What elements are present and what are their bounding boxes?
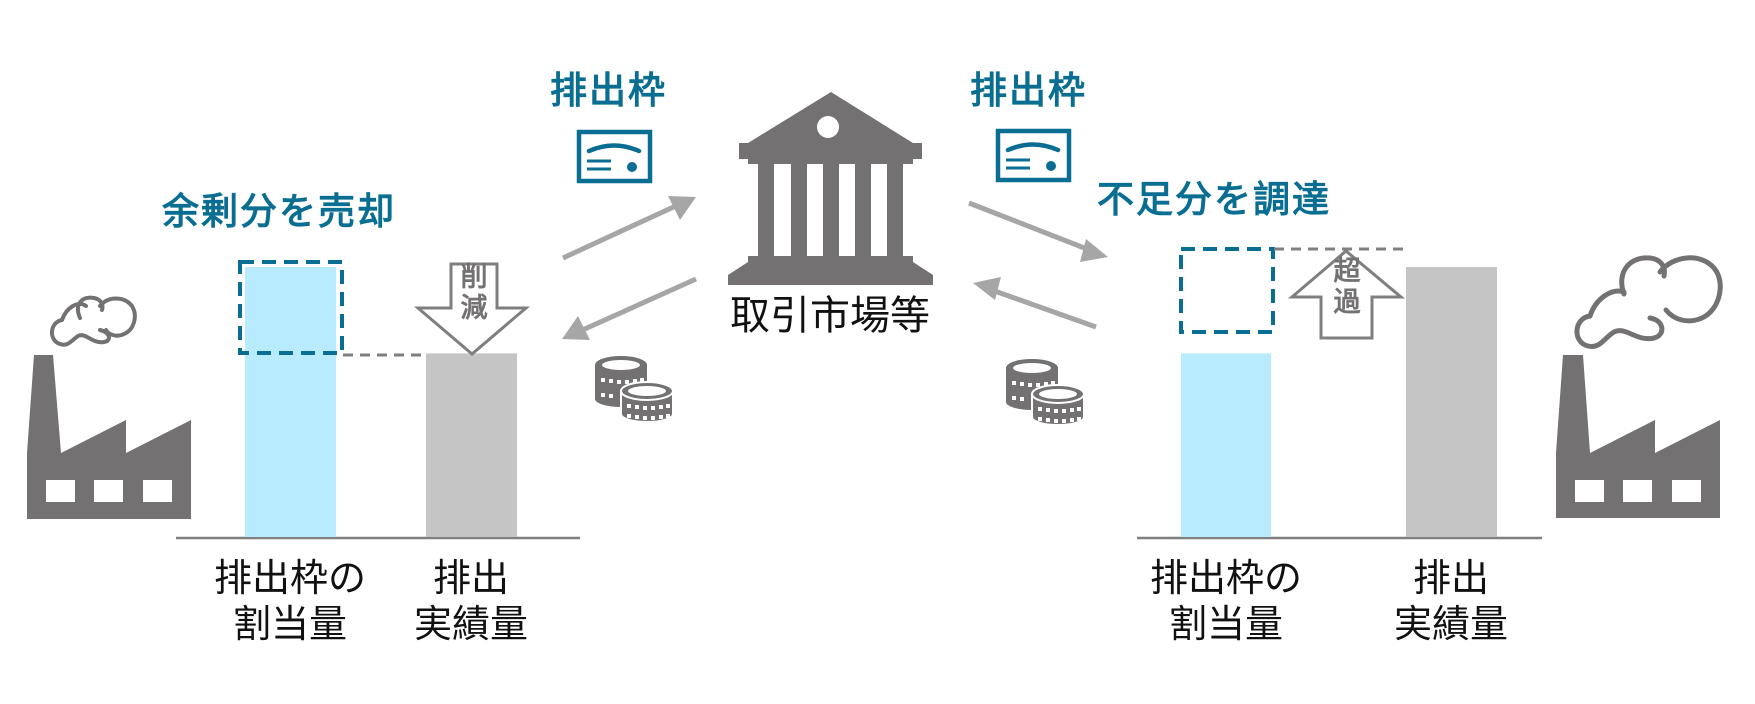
bank-icon	[728, 92, 933, 285]
market-label: 取引市場等	[730, 293, 930, 339]
factory-icon	[27, 355, 191, 519]
left-bar-label-allocation: 排出枠の 割当量	[190, 556, 390, 647]
smoke-icon	[50, 295, 137, 347]
right-bar-label-emission: 排出 実績量	[1376, 556, 1526, 647]
left-bar-label-emission: 排出 実績量	[396, 556, 546, 647]
left-bar-allocation	[245, 267, 336, 537]
left-credit-label: 排出枠	[550, 69, 667, 112]
arrow-credit-from-market	[968, 200, 1108, 262]
factory-icon	[1556, 355, 1720, 518]
smoke-icon	[1574, 255, 1723, 349]
left-heading: 余剰分を売却	[162, 190, 396, 233]
label-line: 割当量	[1168, 601, 1283, 646]
right-heading: 不足分を調達	[1097, 178, 1331, 221]
coins-icon	[1006, 359, 1085, 426]
reduction-arrow-label: 削 減	[454, 262, 494, 324]
label-line: 割当量	[232, 601, 347, 646]
arrow-credit-to-market	[561, 196, 696, 261]
excess-char-1: 超	[1333, 256, 1361, 287]
label-line: 排出枠の	[1149, 556, 1302, 600]
label-line: 実績量	[413, 601, 528, 646]
left-bar-emission	[426, 353, 517, 537]
label-line: 排出	[432, 556, 509, 600]
coins-icon	[595, 356, 674, 423]
label-line: 排出枠の	[213, 556, 366, 600]
arrow-payment-to-market	[973, 277, 1097, 330]
right-bar-allocation	[1181, 353, 1271, 537]
certificate-icon	[576, 129, 653, 184]
excess-arrow-label: 超 過	[1327, 256, 1367, 318]
right-shortfall-dashed-box	[1179, 247, 1275, 334]
left-surplus-dashed-box	[238, 260, 344, 355]
label-line: 実績量	[1393, 601, 1508, 646]
label-line: 排出	[1412, 556, 1489, 600]
excess-char-2: 過	[1333, 287, 1361, 319]
excess-arrow-icon	[1287, 249, 1406, 340]
reduction-char-2: 減	[460, 293, 488, 325]
certificate-icon	[995, 128, 1072, 183]
right-bar-label-allocation: 排出枠の 割当量	[1126, 556, 1326, 647]
reduction-char-1: 削	[460, 262, 488, 293]
right-bar-emission	[1406, 267, 1497, 537]
arrow-payment-from-market	[562, 276, 698, 340]
reduction-arrow-icon	[413, 262, 531, 356]
right-credit-label: 排出枠	[970, 69, 1087, 112]
